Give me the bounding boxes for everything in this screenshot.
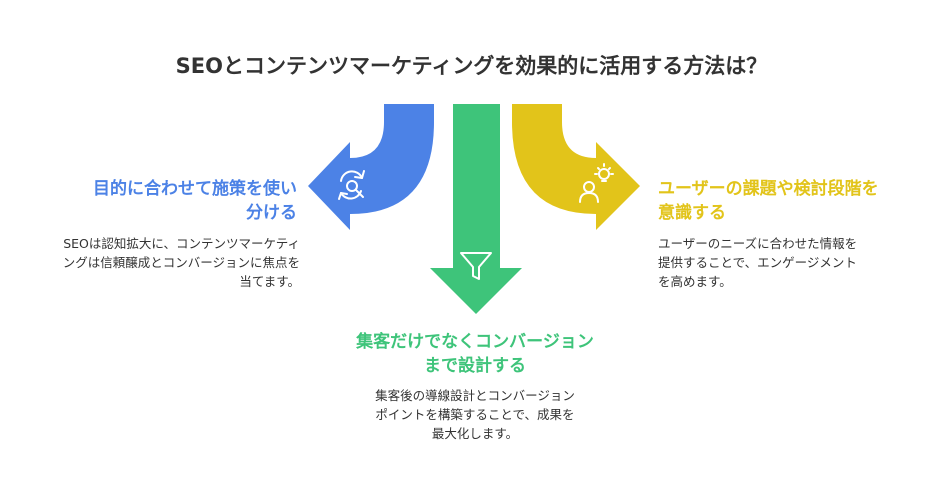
- center-description-line: 集客後の導線設計とコンバージョン: [375, 388, 575, 403]
- idea-person-icon: [579, 163, 614, 203]
- right-description: ユーザーのニーズに合わせた情報を 提供することで、エンゲージメント を高めます。: [658, 234, 908, 291]
- right-arrow: [512, 104, 640, 230]
- center-heading-line: まで設計する: [424, 356, 526, 376]
- left-description-line: 当てます。: [239, 274, 300, 289]
- center-description-line: 最大化します。: [431, 426, 519, 441]
- right-description-line: ユーザーのニーズに合わせた情報を: [658, 236, 858, 251]
- center-heading: 集客だけでなくコンバージョン まで設計する: [320, 330, 630, 378]
- right-description-line: を高めます。: [658, 274, 732, 289]
- center-description-line: ポイントを構築することで、成果を: [375, 407, 575, 422]
- funnel-icon: [460, 252, 492, 280]
- left-description-line: SEOは認知拡大に、コンテンツマーケティ: [63, 236, 300, 251]
- left-description: SEOは認知拡大に、コンテンツマーケティ ングは信頼醸成とコンバージョンに焦点を…: [8, 234, 300, 291]
- right-heading-line: 意識する: [658, 203, 726, 223]
- right-description-line: 提供することで、エンゲージメント: [658, 255, 857, 270]
- left-heading: 目的に合わせて施策を使い 分ける: [20, 177, 297, 225]
- left-heading-line: 分ける: [246, 203, 297, 223]
- page-title: SEOとコンテンツマーケティングを効果的に活用する方法は？: [175, 54, 768, 78]
- center-description: 集客後の導線設計とコンバージョン ポイントを構築することで、成果を 最大化します…: [330, 386, 620, 443]
- right-heading: ユーザーの課題や検討段階を 意識する: [658, 177, 928, 225]
- center-heading-line: 集客だけでなくコンバージョン: [356, 332, 594, 352]
- left-description-line: ングは信頼醸成とコンバージョンに焦点を: [62, 255, 300, 270]
- left-heading-line: 目的に合わせて施策を使い: [93, 179, 297, 199]
- right-heading-line: ユーザーの課題や検討段階を: [658, 179, 879, 199]
- left-arrow: [308, 104, 434, 230]
- center-arrow: [430, 104, 522, 314]
- refresh-search-icon: [338, 170, 365, 200]
